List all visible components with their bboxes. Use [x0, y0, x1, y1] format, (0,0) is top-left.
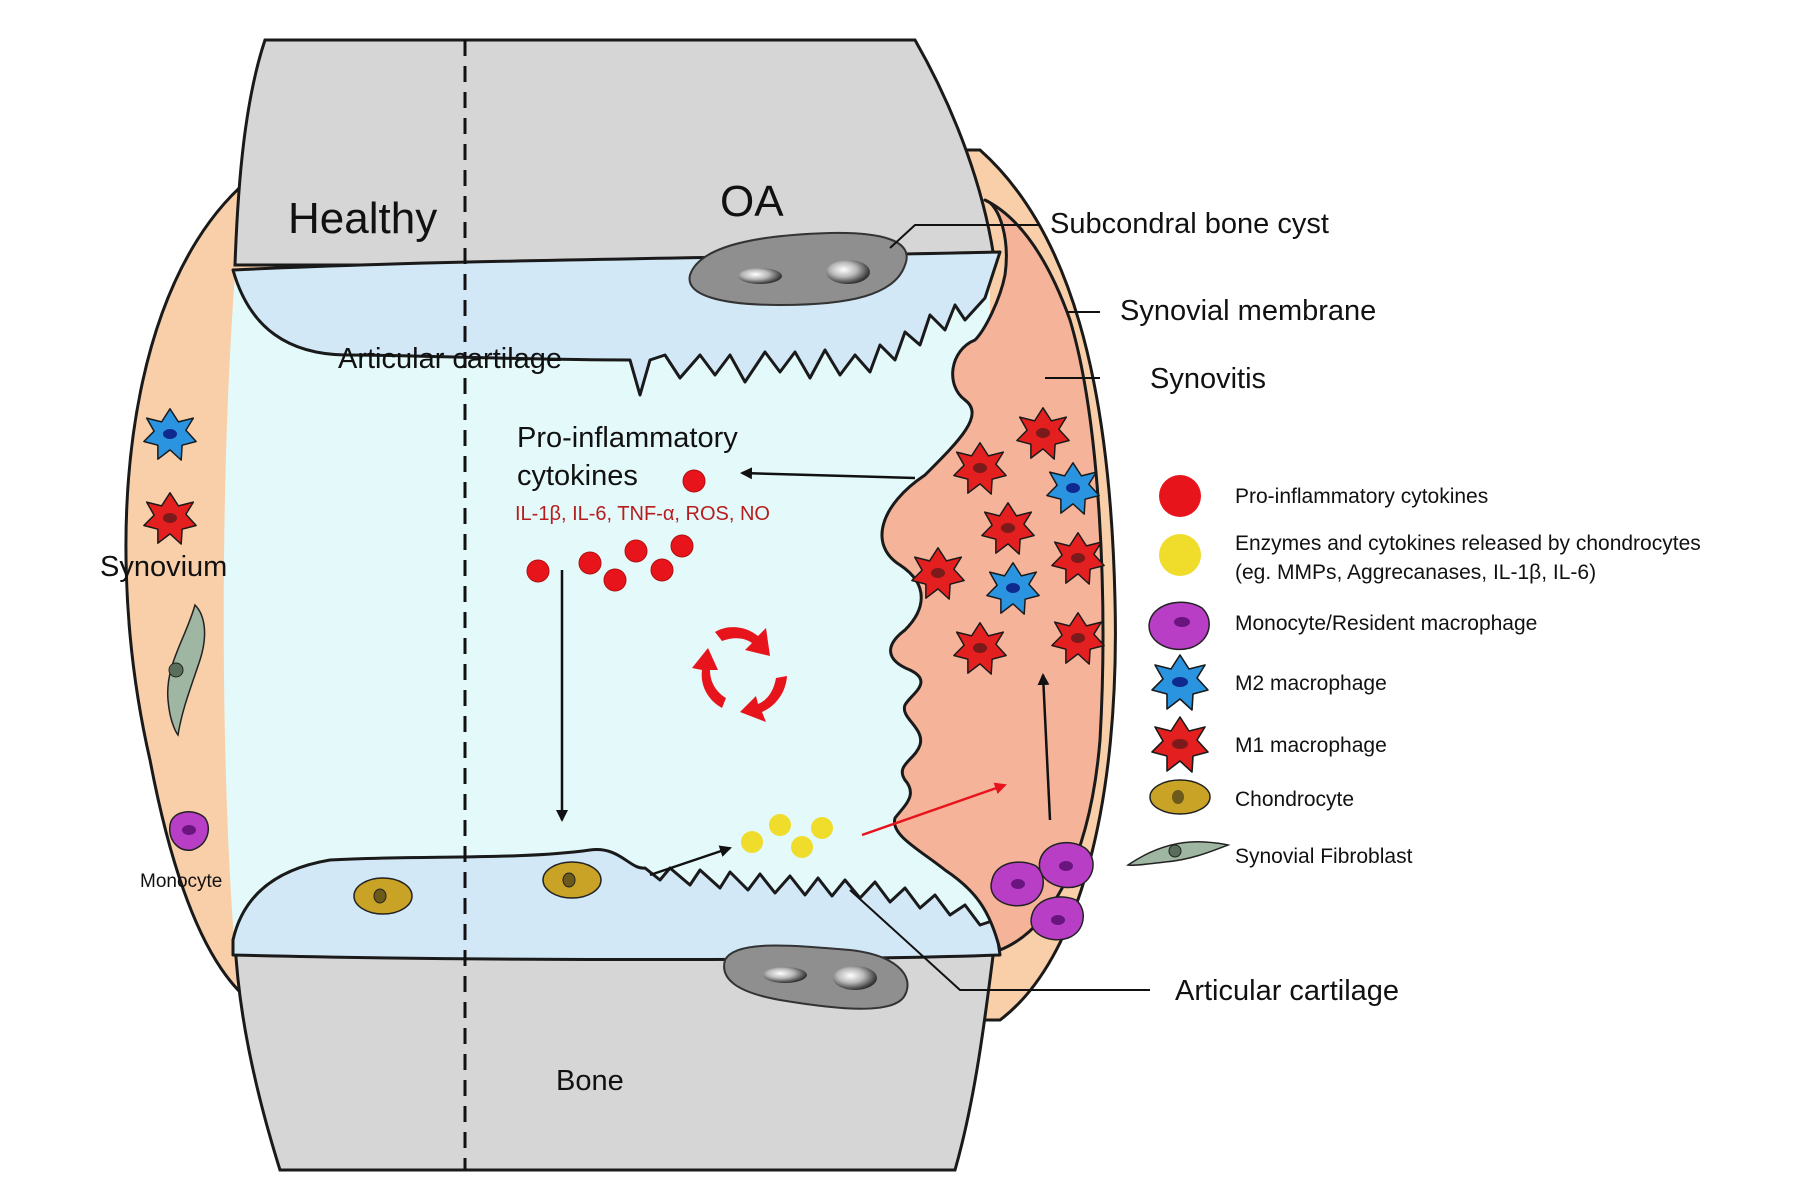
bone-label: Bone [556, 1065, 624, 1097]
chondrocytes [353, 861, 602, 915]
red-circle-icon [1159, 475, 1201, 517]
legend-icons [1125, 475, 1231, 866]
legend-item-m2: M2 macrophage [1235, 672, 1387, 695]
enzyme-dots [741, 814, 833, 858]
cycle-arrows-icon [692, 627, 787, 722]
yellow-circle-icon [1159, 534, 1201, 576]
synovitis-label: Synovitis [1150, 363, 1266, 395]
subchondral-cyst-label: Subcondral bone cyst [1050, 208, 1329, 240]
legend-item-fibroblast: Synovial Fibroblast [1235, 845, 1413, 868]
synovitis-macrophage-nuclei [931, 428, 1085, 653]
synovial-fluid-cavity [223, 275, 990, 950]
oa-label: OA [720, 177, 784, 226]
bottom-articular-cartilage [231, 848, 1002, 962]
legend-item-m1: M1 macrophage [1235, 734, 1387, 757]
process-arrows [556, 467, 1052, 877]
purple-cell-icon [1148, 601, 1210, 651]
legend-item-chondrocyte: Chondrocyte [1235, 788, 1354, 811]
articular-cartilage-top-label: Articular cartilage [338, 343, 562, 375]
monocyte-label: Monocyte [140, 871, 222, 892]
blue-macrophage-icon [1151, 654, 1209, 711]
articular-cartilage-bottom-label: Articular cartilage [1175, 975, 1399, 1007]
synovial-membrane-label: Synovial membrane [1120, 295, 1376, 327]
bottom-subchondral-cyst [723, 944, 909, 1010]
top-subchondral-cyst [688, 231, 908, 307]
leader-lines [849, 224, 1150, 991]
red-arrow [861, 782, 1007, 837]
legend-item-enzymes-detail: (eg. MMPs, Aggrecanases, IL-1β, IL-6) [1235, 561, 1596, 584]
legend-item-pro-inflammatory: Pro-inflammatory cytokines [1235, 485, 1488, 508]
synovium-fibroblast [166, 603, 206, 737]
red-macrophage-icon [1151, 716, 1209, 773]
fibroblast-icon [1125, 841, 1231, 866]
pro-inflammatory-label-line1: Pro-inflammatory [517, 422, 738, 454]
cytokine-list: IL-1β, IL-6, TNF-α, ROS, NO [515, 503, 770, 525]
pro-inflammatory-cytokine-dots [526, 469, 706, 592]
legend-item-monocyte: Monocyte/Resident macrophage [1235, 612, 1537, 635]
legend-item-enzymes: Enzymes and cytokines released by chondr… [1235, 532, 1701, 555]
pro-inflammatory-label-line2: cytokines [517, 460, 638, 492]
chondrocyte-icon [1149, 779, 1211, 815]
synovitis-monocyte-nuclei [1011, 861, 1073, 925]
synovitis-m2-nuclei [1006, 483, 1080, 593]
synovium-label: Synovium [100, 551, 227, 583]
synovium-cells [143, 408, 209, 851]
healthy-label: Healthy [288, 194, 437, 243]
